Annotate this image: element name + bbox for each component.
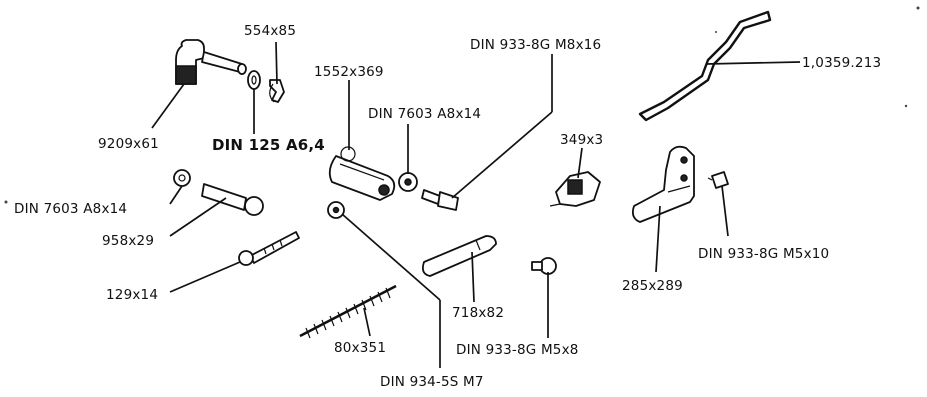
label-554x85: 554x85: [244, 23, 296, 39]
label-285x289: 285x289: [622, 278, 683, 294]
part-din933-m8x16-bolt: [421, 189, 459, 211]
label-9209x61: 9209x61: [98, 136, 159, 152]
part-din7603-center-ring: [398, 172, 418, 192]
part-1-0359-213-rod: [638, 10, 772, 122]
part-554x85: [269, 79, 285, 103]
part-din934-nut: [327, 201, 345, 219]
label-1552x369: 1552x369: [314, 64, 384, 80]
label-din933-m5x8: DIN 933-8G M5x8: [456, 342, 579, 358]
label-129x14: 129x14: [106, 287, 158, 303]
label-din7603-a8x14-left: DIN 7603 A8x14: [14, 201, 127, 217]
part-din125-washer: [247, 70, 261, 90]
label-718x82: 718x82: [452, 305, 504, 321]
label-din933-m8x16: DIN 933-8G M8x16: [470, 37, 601, 53]
part-285x289-bracket: [631, 145, 695, 223]
part-958x29-bolt: [201, 183, 264, 216]
scan-specks: [4, 6, 920, 204]
label-din125-a6-4: DIN 125 A6,4: [212, 136, 325, 154]
label-80x351: 80x351: [334, 340, 386, 356]
part-din7603-left-ring: [173, 169, 191, 187]
part-129x14-stud: [238, 231, 300, 266]
part-9209x61: [175, 39, 247, 85]
part-din933-m5x8-bolt: [531, 257, 557, 275]
label-1-0359-213: 1,0359.213: [802, 55, 881, 71]
part-1552x369: [328, 146, 396, 201]
part-349x3: [549, 171, 601, 207]
label-din934-5s-m7: DIN 934-5S M7: [380, 374, 484, 390]
label-din933-m5x10: DIN 933-8G M5x10: [698, 246, 829, 262]
label-din7603-a8x14-center: DIN 7603 A8x14: [368, 106, 481, 122]
leader-lines: [151, 41, 801, 368]
part-din933-m5x10-bolt: [707, 171, 729, 189]
label-349x3: 349x3: [560, 132, 603, 148]
part-718x82-bar: [421, 235, 497, 277]
part-80x351-spring: [299, 284, 397, 339]
label-958x29: 958x29: [102, 233, 154, 249]
